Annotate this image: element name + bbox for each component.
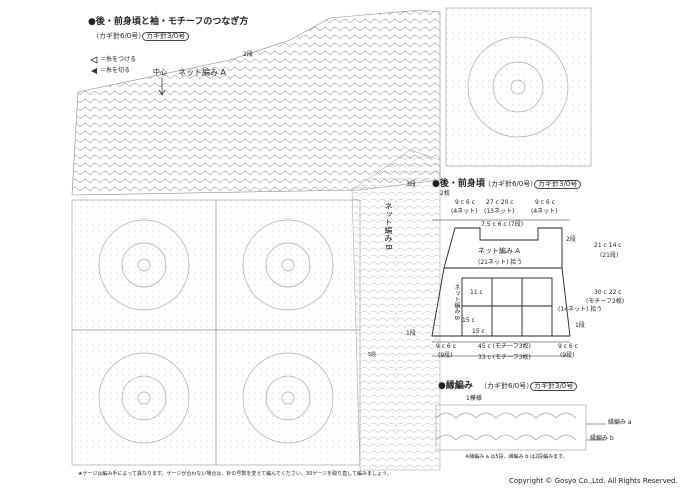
dim-neck: 7.5 c 6 c (7段) <box>481 221 524 228</box>
dim-bottom-left: 9 c 6 c <box>436 343 456 350</box>
body-row-1: 1段 <box>575 322 585 329</box>
edging-hook-badge: カギ針3/0号 <box>530 382 578 391</box>
dim-side-top: 21 c 14 c <box>594 242 622 249</box>
hook-size-badge: カギ針3/0号 <box>142 32 190 41</box>
dim-top-right: 9 c 6 c <box>535 199 555 206</box>
net-b-area <box>351 149 441 471</box>
edging-note: ※縁編み a は5段、縁編み b は2段編みます。 <box>465 454 568 460</box>
net-b-label: ネット編み B <box>384 202 393 251</box>
dim-bottom-right: 9 c 6 c <box>558 343 578 350</box>
motif-grid <box>71 7 592 466</box>
body-count: 2枚 <box>440 190 450 197</box>
gauge-footnote: ★ゲージは編み手によって異なります。ゲージが合わない場合は、針の号数を変えて編ん… <box>78 471 392 477</box>
row-3-label: 3段 <box>406 181 416 188</box>
body-schematic-outline <box>431 219 571 357</box>
dim-top-left: 9 c 6 c <box>455 199 475 206</box>
edging-title: ●縁編み <box>438 381 473 391</box>
dim-side-mid: 30 c 22 c <box>594 289 622 296</box>
body-net-b: ネット編み B <box>453 284 460 321</box>
dim-top-mid-sub: (13ネット) <box>484 208 515 215</box>
dim-top-mid: 27 c 20 c <box>486 199 514 206</box>
dim-bottom-mid-2: 33 c (モチーフ3枚) <box>478 354 531 361</box>
body-hook-label: （カギ針6/0号） <box>484 180 538 188</box>
row-2-label: 2段 <box>243 51 253 58</box>
edging-repeat: 1模様 <box>466 395 482 402</box>
body-title: ●後・前身頃 <box>432 179 485 189</box>
hook-size-label: （カギ針6/0号） <box>92 32 146 40</box>
legend-cut-label: ＝糸を切る <box>100 67 131 74</box>
dim-inner-15b: 15 c <box>472 328 485 335</box>
dim-side-mid-sub: (モチーフ2枚) <box>586 298 625 305</box>
center-label: 中心 <box>153 68 167 76</box>
body-hook-badge: カギ針3/0号 <box>534 180 582 189</box>
net-a-label: ネット編み A <box>178 68 227 77</box>
edging-chart <box>435 404 606 451</box>
legend-attach-label: ＝糸をつける <box>100 56 137 63</box>
body-net-a: ネット編み A <box>478 247 521 255</box>
dim-top-right-sub: (4ネット) <box>531 208 558 215</box>
dim-bottom-right-sub: (9段) <box>560 352 575 359</box>
net-a-area <box>71 9 441 196</box>
copyright: Copyright © Gosyo Co.,Ltd. All Rights Re… <box>509 477 678 485</box>
row-1-label: 1段 <box>406 330 416 337</box>
edging-hook-label: （カギ針6/0号） <box>480 382 534 390</box>
body-pickup-right: (14ネット) 拾う <box>558 306 603 313</box>
body-row-2: 2段 <box>566 236 576 243</box>
edging-label-a: 縁編み a <box>608 419 632 426</box>
dim-top-left-sub: (4ネット) <box>451 208 478 215</box>
dim-inner-11: 11 c <box>470 289 483 296</box>
dim-bottom-mid: 45 c (モチーフ3枚) <box>478 343 531 350</box>
dim-bottom-left-sub: (9段) <box>438 352 453 359</box>
page-title: ●後・前身頃と袖・モチーフのつなぎ方 <box>88 17 249 27</box>
body-pickup: (21ネット) 拾う <box>478 259 523 266</box>
motif-flowers <box>98 36 569 444</box>
dim-inner-15: 15 c <box>462 317 475 324</box>
edging-label-b: 縁編み b <box>590 435 614 442</box>
dim-side-top-sub: (21段) <box>600 252 619 259</box>
row-5-label: 5段 <box>368 352 377 358</box>
